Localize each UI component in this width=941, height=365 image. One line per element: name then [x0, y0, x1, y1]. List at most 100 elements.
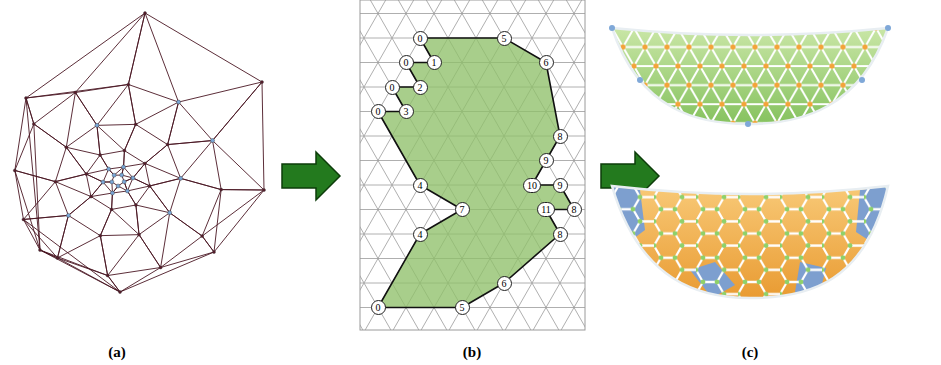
graph-edge [66, 147, 86, 174]
graph-edge [34, 92, 76, 123]
graph-edge [128, 13, 145, 84]
graph-edge [213, 82, 262, 141]
graph-edge [75, 92, 97, 125]
lattice-region [378, 38, 574, 308]
graph-vertex [144, 162, 147, 165]
graph-edge [111, 193, 113, 209]
graph-edge [202, 236, 214, 252]
graph-edge [136, 205, 139, 235]
graph-vertex [54, 180, 57, 183]
graph-vertex [95, 123, 99, 127]
graph-edge [168, 145, 181, 179]
graph-edge [68, 197, 91, 216]
graph-edge [26, 98, 40, 250]
graph-edge [86, 174, 91, 197]
vertex-number: 8 [567, 202, 582, 217]
graph-edge [181, 178, 222, 189]
graph-vertex [85, 173, 88, 176]
graph-edge [68, 215, 100, 235]
graph-vertex [159, 266, 162, 269]
graph-edge [221, 189, 264, 190]
graph-vertex [110, 180, 114, 184]
graph-edge [97, 125, 124, 150]
panel-caption: (a) [108, 343, 126, 361]
graph-edge [168, 141, 213, 145]
graph-edge [100, 235, 139, 236]
vertex-number: 0 [413, 31, 428, 46]
graph-vertex [213, 251, 216, 254]
flow-arrow [282, 152, 340, 200]
graph-edge [100, 209, 111, 235]
graph-edge [100, 236, 107, 276]
graph-edge [34, 124, 40, 250]
graph-edge [170, 213, 202, 236]
graph-vertex [131, 176, 135, 180]
graph-edge [202, 236, 214, 252]
graph-edge [213, 82, 262, 141]
graph-edge [108, 235, 139, 276]
graph-edge [120, 268, 161, 292]
graph-edge [145, 13, 262, 82]
vertex-number: 0 [399, 55, 414, 70]
panel-caption: (b) [463, 343, 481, 361]
graph-edge [86, 174, 103, 182]
vertex-number: 8 [553, 129, 568, 144]
graph-vertex [110, 208, 113, 211]
graph-vertex [110, 191, 114, 195]
graph-edge [86, 155, 100, 174]
graph-vertex [166, 143, 169, 146]
graph-vertex [99, 234, 102, 237]
graph-edge [97, 124, 136, 125]
graph-edge [15, 170, 56, 181]
triangular-lattice [360, 0, 585, 330]
vertex-number: 9 [553, 178, 568, 193]
graph-edge [55, 174, 86, 182]
graph-vertex [211, 139, 215, 143]
graph-edge [136, 124, 168, 144]
vertex-number: 7 [455, 202, 470, 217]
graph-edge [150, 178, 181, 186]
graph-edge [100, 151, 124, 155]
triangle-mesh-3d [600, 20, 900, 130]
vertex-number: 3 [399, 104, 414, 119]
graph-vertex [125, 189, 129, 193]
graph-vertex [74, 91, 77, 94]
graph-edge [128, 84, 135, 124]
vertex-number: 8 [553, 227, 568, 242]
graph-edge [91, 182, 103, 197]
graph-edge [123, 151, 125, 167]
graph-edge [26, 13, 145, 98]
graph-vertex [201, 235, 204, 238]
graph-edge [109, 167, 124, 169]
graph-edge [161, 252, 214, 268]
graph-edge [97, 125, 100, 155]
graph-edge [40, 250, 108, 276]
graph-edge [66, 92, 75, 147]
graph-vertex [122, 180, 126, 184]
graph-vertex [120, 173, 124, 177]
graph-vertex [65, 146, 68, 149]
graph-vertex [179, 176, 183, 180]
graph-edge [112, 191, 127, 193]
graph-edge [124, 151, 145, 164]
graph-edge [133, 163, 145, 178]
graph-edge [75, 13, 145, 92]
vertex-number: 5 [497, 31, 512, 46]
graph-edge [15, 98, 26, 170]
graph-vertex [89, 195, 92, 198]
graph-edge [214, 190, 264, 252]
graph-edge [139, 235, 161, 268]
graph-vertex [66, 213, 70, 217]
graph-vertex [134, 204, 137, 207]
graph-edge [139, 235, 161, 268]
graph-edge [123, 151, 125, 167]
vertex-number: 6 [539, 55, 554, 70]
vertex-number: 4 [413, 178, 428, 193]
graph-vertex [220, 188, 223, 191]
graph-vertex [32, 122, 35, 125]
graph-edge [145, 145, 168, 164]
graph-vertex [106, 274, 109, 277]
vertex-number: 10 [523, 178, 541, 193]
graph-edge [128, 84, 135, 124]
